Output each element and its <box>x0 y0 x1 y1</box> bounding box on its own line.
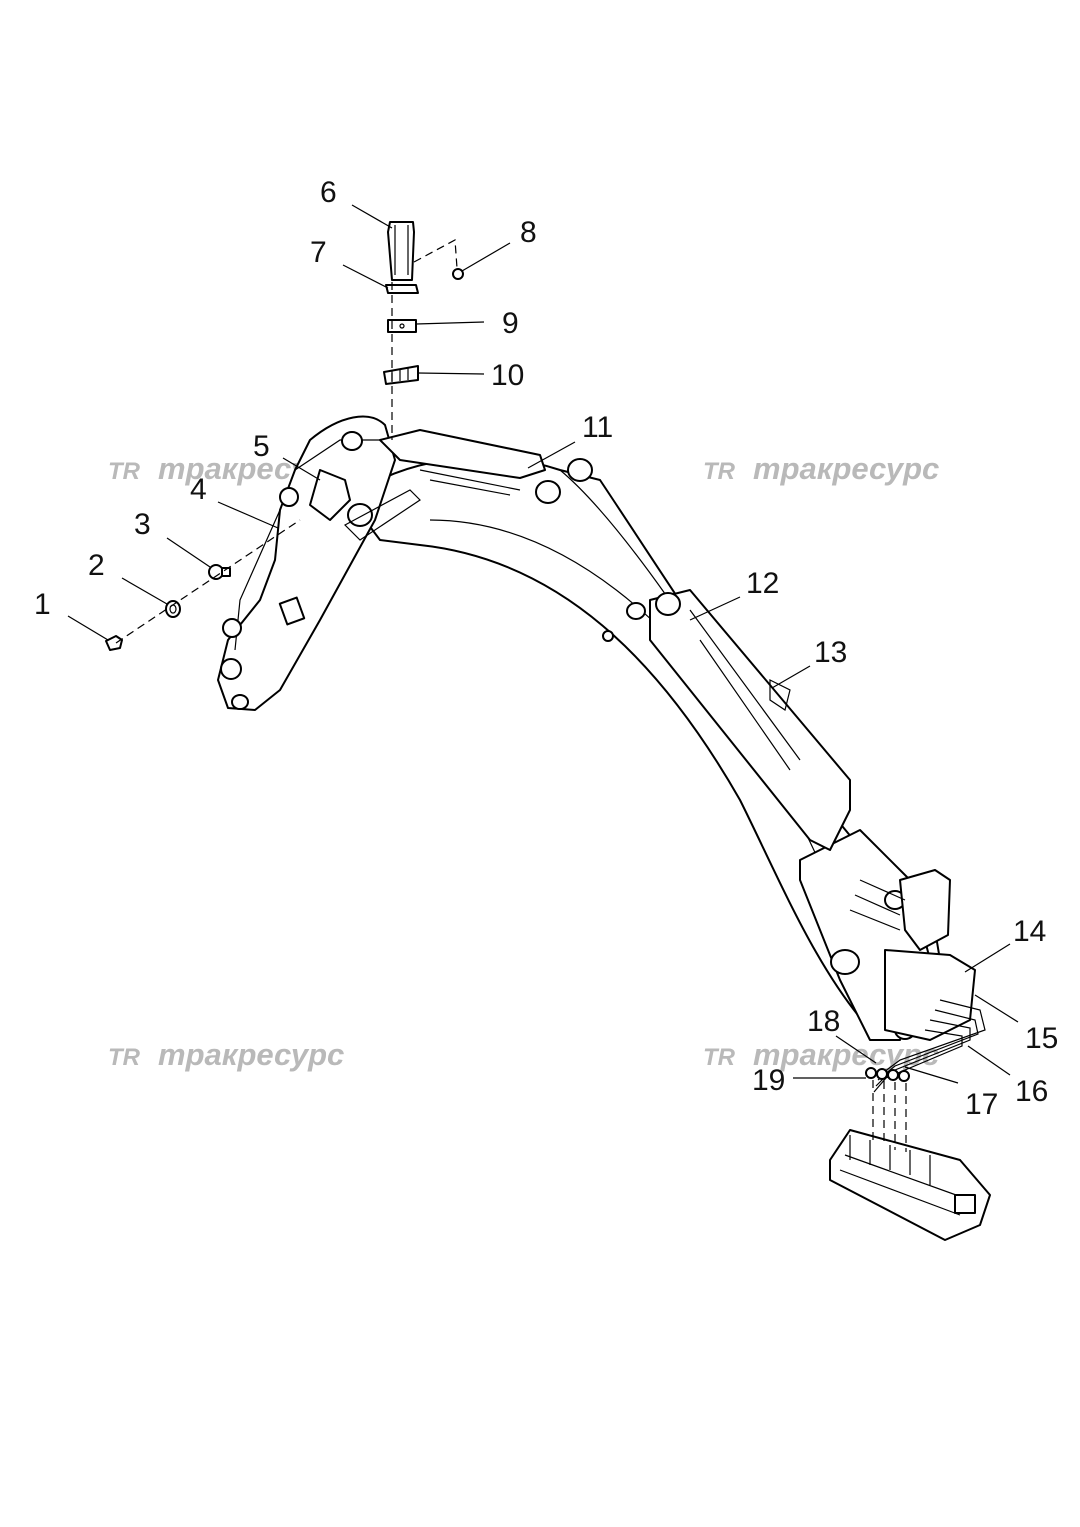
callout-17: 17 <box>965 1088 998 1121</box>
callout-10: 10 <box>491 359 524 392</box>
callout-16: 16 <box>1015 1075 1048 1108</box>
watermark-logo: TR <box>108 458 141 485</box>
callout-8: 8 <box>520 216 537 249</box>
callout-2: 2 <box>88 549 105 582</box>
part-8-nut <box>452 268 464 280</box>
callout-18: 18 <box>807 1005 840 1038</box>
callout-11: 11 <box>582 411 613 444</box>
watermark-text: тракресурс <box>753 451 939 486</box>
part-6-clamp-bracket <box>387 221 415 281</box>
watermark-text: тракресурс <box>158 1037 344 1072</box>
callout-12: 12 <box>746 567 779 600</box>
callout-13: 13 <box>814 636 847 669</box>
callout-7: 7 <box>310 236 327 269</box>
callout-5: 5 <box>253 430 270 463</box>
watermark-logo: TR <box>703 458 736 485</box>
boom-arm <box>349 456 976 1041</box>
callout-1: 1 <box>34 588 51 621</box>
dipper-cylinder <box>379 429 593 504</box>
part-9-plate <box>387 319 417 333</box>
callout-4: 4 <box>190 473 207 506</box>
control-valve <box>829 1129 991 1241</box>
watermark-logo: TR <box>108 1044 141 1071</box>
callout-14: 14 <box>1013 915 1046 948</box>
callout-9: 9 <box>502 307 519 340</box>
part-3-fitting <box>208 564 231 580</box>
part-2-washer <box>165 600 181 618</box>
part-1-bolt <box>105 635 123 651</box>
part-10-hose-clamp <box>383 365 419 385</box>
callout-labels: 1 2 3 4 5 6 7 8 9 10 11 12 13 14 15 16 1… <box>34 176 1058 1121</box>
watermark-top-right: TR тракресурс <box>703 451 939 486</box>
watermark-bottom-left: TR тракресурс <box>108 1037 344 1072</box>
hose-fittings-18-19 <box>865 1067 910 1082</box>
assembly-lines <box>115 239 907 1152</box>
callout-15: 15 <box>1025 1022 1058 1055</box>
callout-3: 3 <box>134 508 151 541</box>
part-7-plate <box>385 284 419 294</box>
boom-cylinder <box>602 589 851 851</box>
dipper-arm <box>217 415 421 711</box>
watermark-logo: TR <box>703 1044 736 1071</box>
callout-6: 6 <box>320 176 337 209</box>
leader-lines <box>67 204 1019 1084</box>
callout-19: 19 <box>752 1064 785 1097</box>
